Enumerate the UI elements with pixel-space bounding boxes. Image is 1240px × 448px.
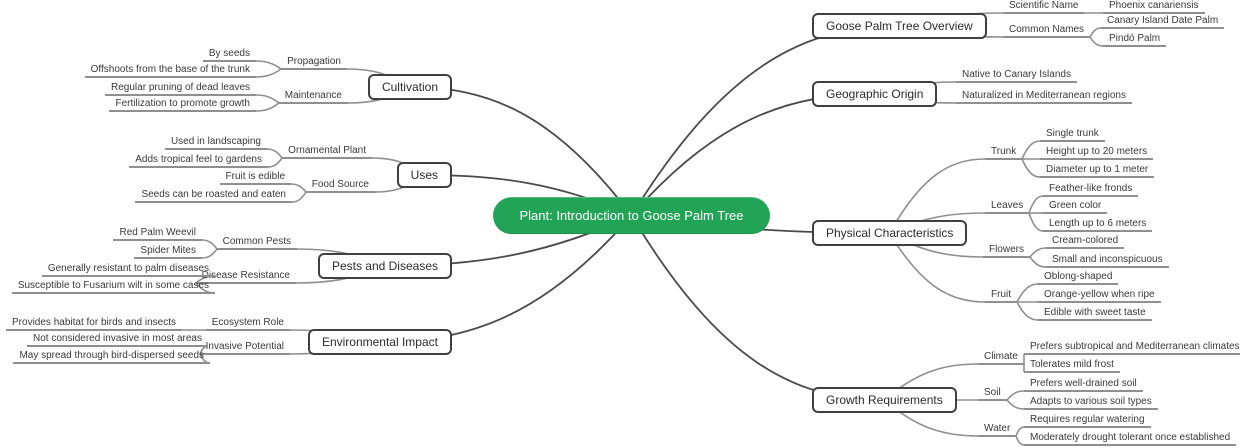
connector-edge <box>266 148 283 159</box>
connector-edge <box>1016 301 1039 321</box>
node-offshoots-from-the-base-of-the-trunk[interactable]: Offshoots from the base of the trunk <box>84 63 256 78</box>
node-fruit[interactable]: Fruit <box>985 288 1017 303</box>
node-fruit-is-edible[interactable]: Fruit is edible <box>219 170 291 185</box>
node-used-in-landscaping[interactable]: Used in landscaping <box>164 135 267 150</box>
node-diameter-up-to-1-meter[interactable]: Diameter up to 1 meter <box>1040 163 1155 178</box>
connector-edge <box>1089 36 1104 47</box>
node-disease-resistance[interactable]: Disease Resistance <box>195 269 296 284</box>
branch-node-environmental-impact[interactable]: Environmental Impact <box>307 329 452 355</box>
connector-edge <box>255 68 282 78</box>
node-fertilization-to-promote-growth[interactable]: Fertilization to promote growth <box>109 97 256 112</box>
connector-edge <box>201 239 218 250</box>
connector-edge <box>267 157 283 168</box>
node-maintenance[interactable]: Maintenance <box>278 89 348 104</box>
node-by-seeds[interactable]: By seeds <box>202 47 256 62</box>
branch-node-pests-and-diseases[interactable]: Pests and Diseases <box>317 253 452 279</box>
branch-node-uses[interactable]: Uses <box>396 162 452 188</box>
connector-edge <box>255 94 280 104</box>
node-invasive-potential[interactable]: Invasive Potential <box>199 340 290 355</box>
node-cream-colored[interactable]: Cream-colored <box>1046 234 1125 249</box>
connector-edge <box>290 183 307 193</box>
connector-edge <box>888 232 986 303</box>
node-naturalized-in-mediterranean-regions[interactable]: Naturalized in Mediterranean regions <box>956 89 1132 104</box>
connector-edge <box>1015 435 1025 446</box>
node-not-considered-invasive-in-most-areas[interactable]: Not considered invasive in most areas <box>27 332 208 347</box>
node-generally-resistant-to-palm-diseases[interactable]: Generally resistant to palm diseases <box>41 262 215 277</box>
node-ecosystem-role[interactable]: Ecosystem Role <box>205 316 290 331</box>
node-green-color[interactable]: Green color <box>1043 199 1108 214</box>
branch-node-physical-characteristics[interactable]: Physical Characteristics <box>812 220 968 246</box>
branch-node-goose-palm-tree-overview[interactable]: Goose Palm Tree Overview <box>812 13 987 39</box>
connector-edge <box>255 60 282 70</box>
node-water[interactable]: Water <box>978 422 1017 437</box>
connector-edge <box>1006 390 1025 401</box>
node-oblong-shaped[interactable]: Oblong-shaped <box>1038 270 1119 285</box>
node-spider-mites[interactable]: Spider Mites <box>134 244 202 259</box>
node-single-trunk[interactable]: Single trunk <box>1040 127 1105 142</box>
central-topic-node[interactable]: Plant: Introduction to Goose Palm Tree <box>493 197 770 234</box>
connector-edge <box>291 191 307 203</box>
node-food-source[interactable]: Food Source <box>305 178 375 193</box>
node-length-up-to-6-meters[interactable]: Length up to 6 meters <box>1043 217 1153 232</box>
node-canary-island-date-palm[interactable]: Canary Island Date Palm <box>1101 14 1225 29</box>
node-small-and-inconspicuous[interactable]: Small and inconspicuous <box>1046 253 1169 268</box>
connector-edge <box>201 248 218 259</box>
connector-edge <box>1028 195 1044 214</box>
node-may-spread-through-bird-dispersed-seeds[interactable]: May spread through bird-dispersed seeds <box>13 349 210 364</box>
node-regular-pruning-of-dead-leaves[interactable]: Regular pruning of dead leaves <box>105 81 256 96</box>
node-scientific-name[interactable]: Scientific Name <box>1003 0 1085 14</box>
connector-edge <box>1021 158 1041 178</box>
node-edible-with-sweet-taste[interactable]: Edible with sweet taste <box>1038 306 1152 321</box>
node-phoenix-canariensis[interactable]: Phoenix canariensis <box>1103 0 1205 14</box>
node-height-up-to-20-meters[interactable]: Height up to 20 meters <box>1040 145 1154 160</box>
node-susceptible-to-fusarium-wilt-in-some-cases[interactable]: Susceptible to Fusarium wilt in some cas… <box>11 279 215 294</box>
node-feather-like-fronds[interactable]: Feather-like fronds <box>1043 182 1139 197</box>
branch-node-geographic-origin[interactable]: Geographic Origin <box>812 81 938 107</box>
node-propagation[interactable]: Propagation <box>281 55 347 70</box>
node-seeds-can-be-roasted-and-eaten[interactable]: Seeds can be roasted and eaten <box>135 188 292 203</box>
connector-edge <box>1029 247 1047 258</box>
node-tolerates-mild-frost[interactable]: Tolerates mild frost <box>1024 358 1120 373</box>
node-leaves[interactable]: Leaves <box>985 199 1030 214</box>
connector-edge <box>630 25 900 216</box>
connector-edge <box>1006 399 1025 410</box>
connector-edge <box>888 158 986 234</box>
node-requires-regular-watering[interactable]: Requires regular watering <box>1024 413 1151 428</box>
node-prefers-well-drained-soil[interactable]: Prefers well-drained soil <box>1024 377 1143 392</box>
node-pind-palm[interactable]: Pindó Palm <box>1103 32 1167 47</box>
connector-edge <box>1089 27 1102 38</box>
node-orange-yellow-when-ripe[interactable]: Orange-yellow when ripe <box>1038 288 1161 303</box>
node-common-pests[interactable]: Common Pests <box>216 235 297 250</box>
connector-edge <box>1021 140 1041 160</box>
node-prefers-subtropical-and-mediterranean-climates[interactable]: Prefers subtropical and Mediterranean cl… <box>1024 340 1240 355</box>
branch-node-growth-requirements[interactable]: Growth Requirements <box>812 387 957 413</box>
node-climate[interactable]: Climate <box>978 350 1024 365</box>
connector-edge <box>1029 256 1047 268</box>
node-common-names[interactable]: Common Names <box>1003 23 1091 38</box>
node-provides-habitat-for-birds-and-insects[interactable]: Provides habitat for birds and insects <box>6 316 182 331</box>
node-native-to-canary-islands[interactable]: Native to Canary Islands <box>956 68 1077 83</box>
node-red-palm-weevil[interactable]: Red Palm Weevil <box>113 226 202 241</box>
node-trunk[interactable]: Trunk <box>985 145 1023 160</box>
connector-edge <box>255 102 280 112</box>
node-soil[interactable]: Soil <box>978 386 1007 401</box>
node-ornamental-plant[interactable]: Ornamental Plant <box>282 144 372 159</box>
node-adds-tropical-feel-to-gardens[interactable]: Adds tropical feel to gardens <box>129 153 268 168</box>
connector-edge <box>1015 426 1025 437</box>
node-moderately-drought-tolerant-once-established[interactable]: Moderately drought tolerant once establi… <box>1024 431 1237 446</box>
connector-edge <box>1016 283 1039 303</box>
connector-edge <box>1028 212 1044 232</box>
node-flowers[interactable]: Flowers <box>983 243 1031 258</box>
node-adapts-to-various-soil-types[interactable]: Adapts to various soil types <box>1024 395 1158 410</box>
branch-node-cultivation[interactable]: Cultivation <box>367 74 452 100</box>
